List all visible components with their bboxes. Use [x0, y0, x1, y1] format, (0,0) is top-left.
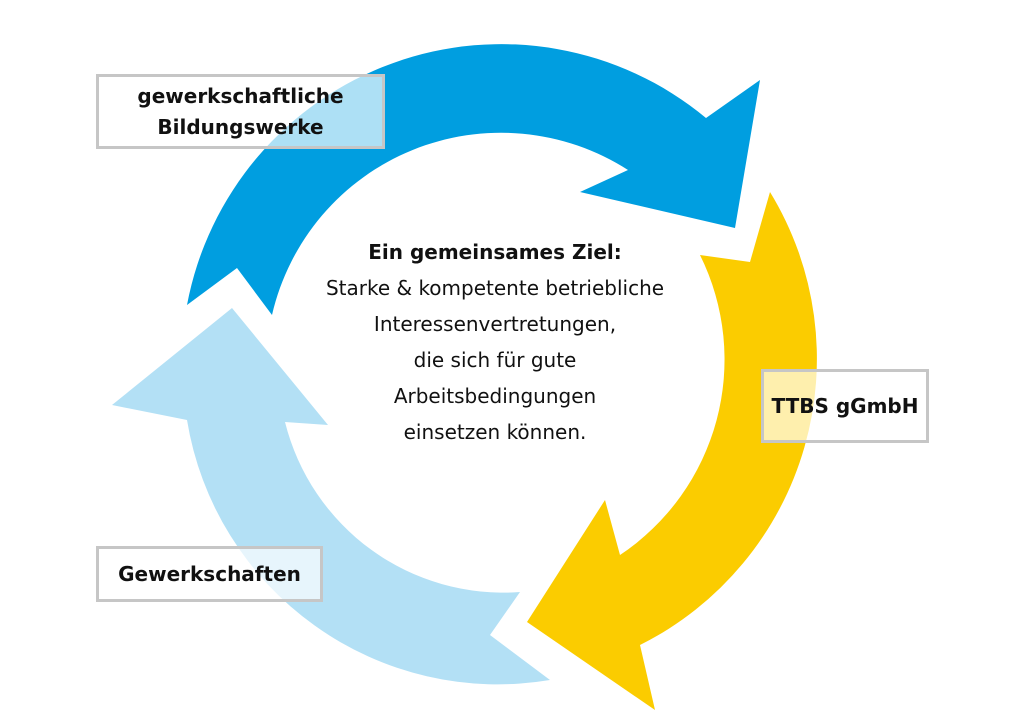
yellow-arrow [527, 192, 817, 710]
label-line: gewerkschaftliche [137, 83, 344, 108]
goal-title: Ein gemeinsames Ziel: [368, 240, 622, 264]
goal-line: die sich für gute [413, 348, 577, 372]
light-blue-arrow [112, 308, 550, 685]
label-bildungswerke: gewerkschaftliche Bildungswerke [96, 74, 385, 149]
label-line: Bildungswerke [157, 114, 324, 139]
center-goal-text: Ein gemeinsames Ziel: Starke & kompetent… [285, 234, 705, 450]
label-text: Gewerkschaften [118, 561, 301, 586]
label-gewerkschaften: Gewerkschaften [96, 546, 323, 602]
label-text: TTBS gGmbH [771, 393, 919, 418]
goal-line: einsetzen können. [403, 420, 587, 444]
goal-line: Arbeitsbedingungen [393, 384, 597, 408]
goal-line: Starke & kompetente betriebliche [325, 276, 665, 300]
goal-line: Interessenvertretungen, [373, 312, 617, 336]
label-ttbs: TTBS gGmbH [761, 369, 929, 443]
